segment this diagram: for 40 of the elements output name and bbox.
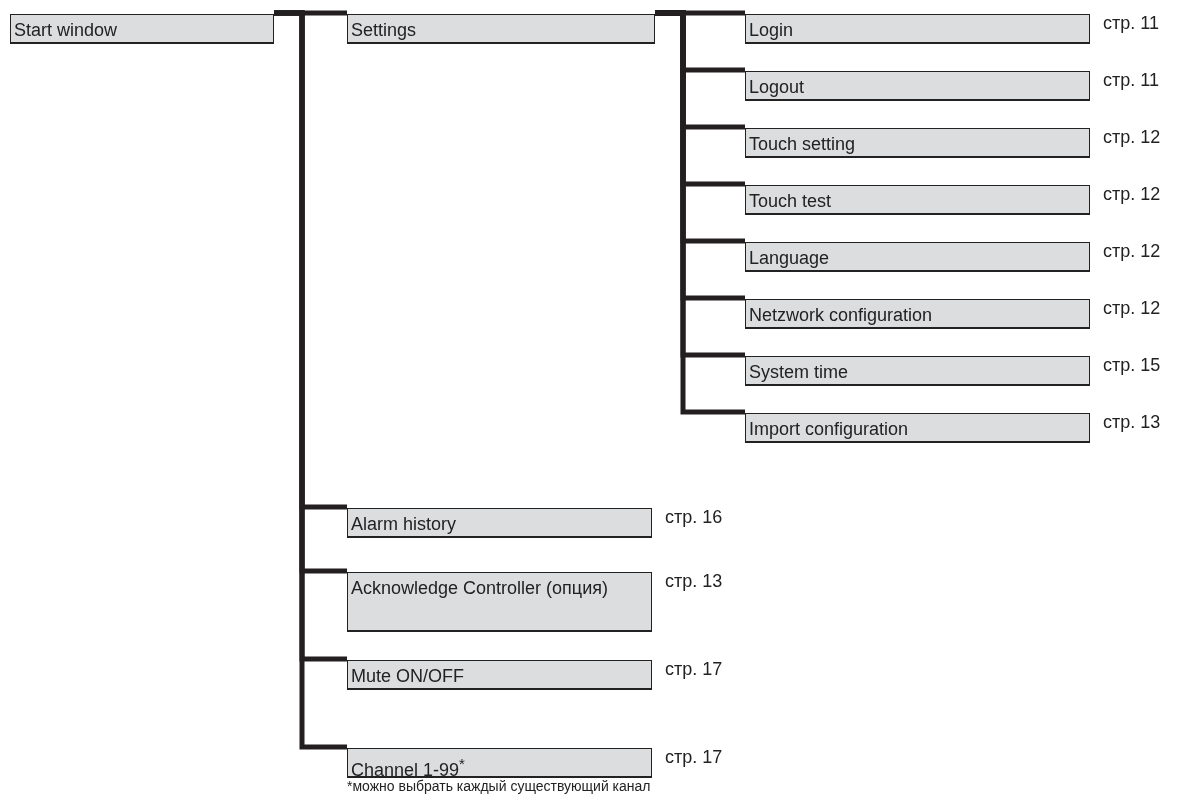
page-reference: стр. 15 — [1103, 354, 1161, 376]
page-reference: стр. 11 — [1103, 69, 1159, 91]
menu-label: System time — [749, 361, 850, 383]
menu-box — [745, 242, 1090, 272]
menu-box — [347, 748, 652, 778]
page-reference: стр. 13 — [665, 570, 723, 592]
page-reference: стр. 17 — [665, 658, 723, 680]
page-reference: стр. 17 — [665, 746, 723, 768]
menu-box — [745, 356, 1090, 386]
page-reference: стр. 12 — [1103, 126, 1161, 148]
menu-box — [745, 185, 1090, 215]
menu-box — [745, 128, 1090, 158]
menu-box — [745, 413, 1090, 443]
menu-label: Channel 1-99$^{*}$ — [351, 754, 466, 780]
menu-label: Import configuration — [749, 418, 910, 440]
menu-label: Mute ON/OFF — [351, 665, 465, 687]
menu-label: Alarm history — [351, 513, 458, 535]
menu-label: Start window — [14, 19, 119, 41]
menu-label: Touch test — [749, 190, 833, 212]
menu-box — [10, 14, 274, 44]
page-reference: стр. 12 — [1103, 183, 1161, 205]
page-reference: стр. 12 — [1103, 297, 1161, 319]
page-reference: стр. 16 — [665, 506, 723, 528]
menu-box — [745, 71, 1090, 101]
menu-label: Netzwork configuration — [749, 304, 934, 326]
menu-label: Acknowledge Controller (опция) — [351, 577, 609, 599]
menu-label: Language — [749, 247, 831, 269]
menu-box — [745, 14, 1090, 44]
page-reference: стр. 12 — [1103, 240, 1161, 262]
page-reference: стр. 13 — [1103, 411, 1161, 433]
menu-box — [347, 572, 652, 632]
page-reference: стр. 11 — [1103, 12, 1159, 34]
menu-box — [347, 14, 655, 44]
menu-box — [347, 660, 652, 690]
menu-label: Logout — [749, 76, 806, 98]
menu-label: Settings — [351, 19, 418, 41]
menu-label: Touch setting — [749, 133, 857, 155]
menu-label: Login — [749, 19, 795, 41]
menu-box — [745, 299, 1090, 329]
menu-box — [347, 508, 652, 538]
